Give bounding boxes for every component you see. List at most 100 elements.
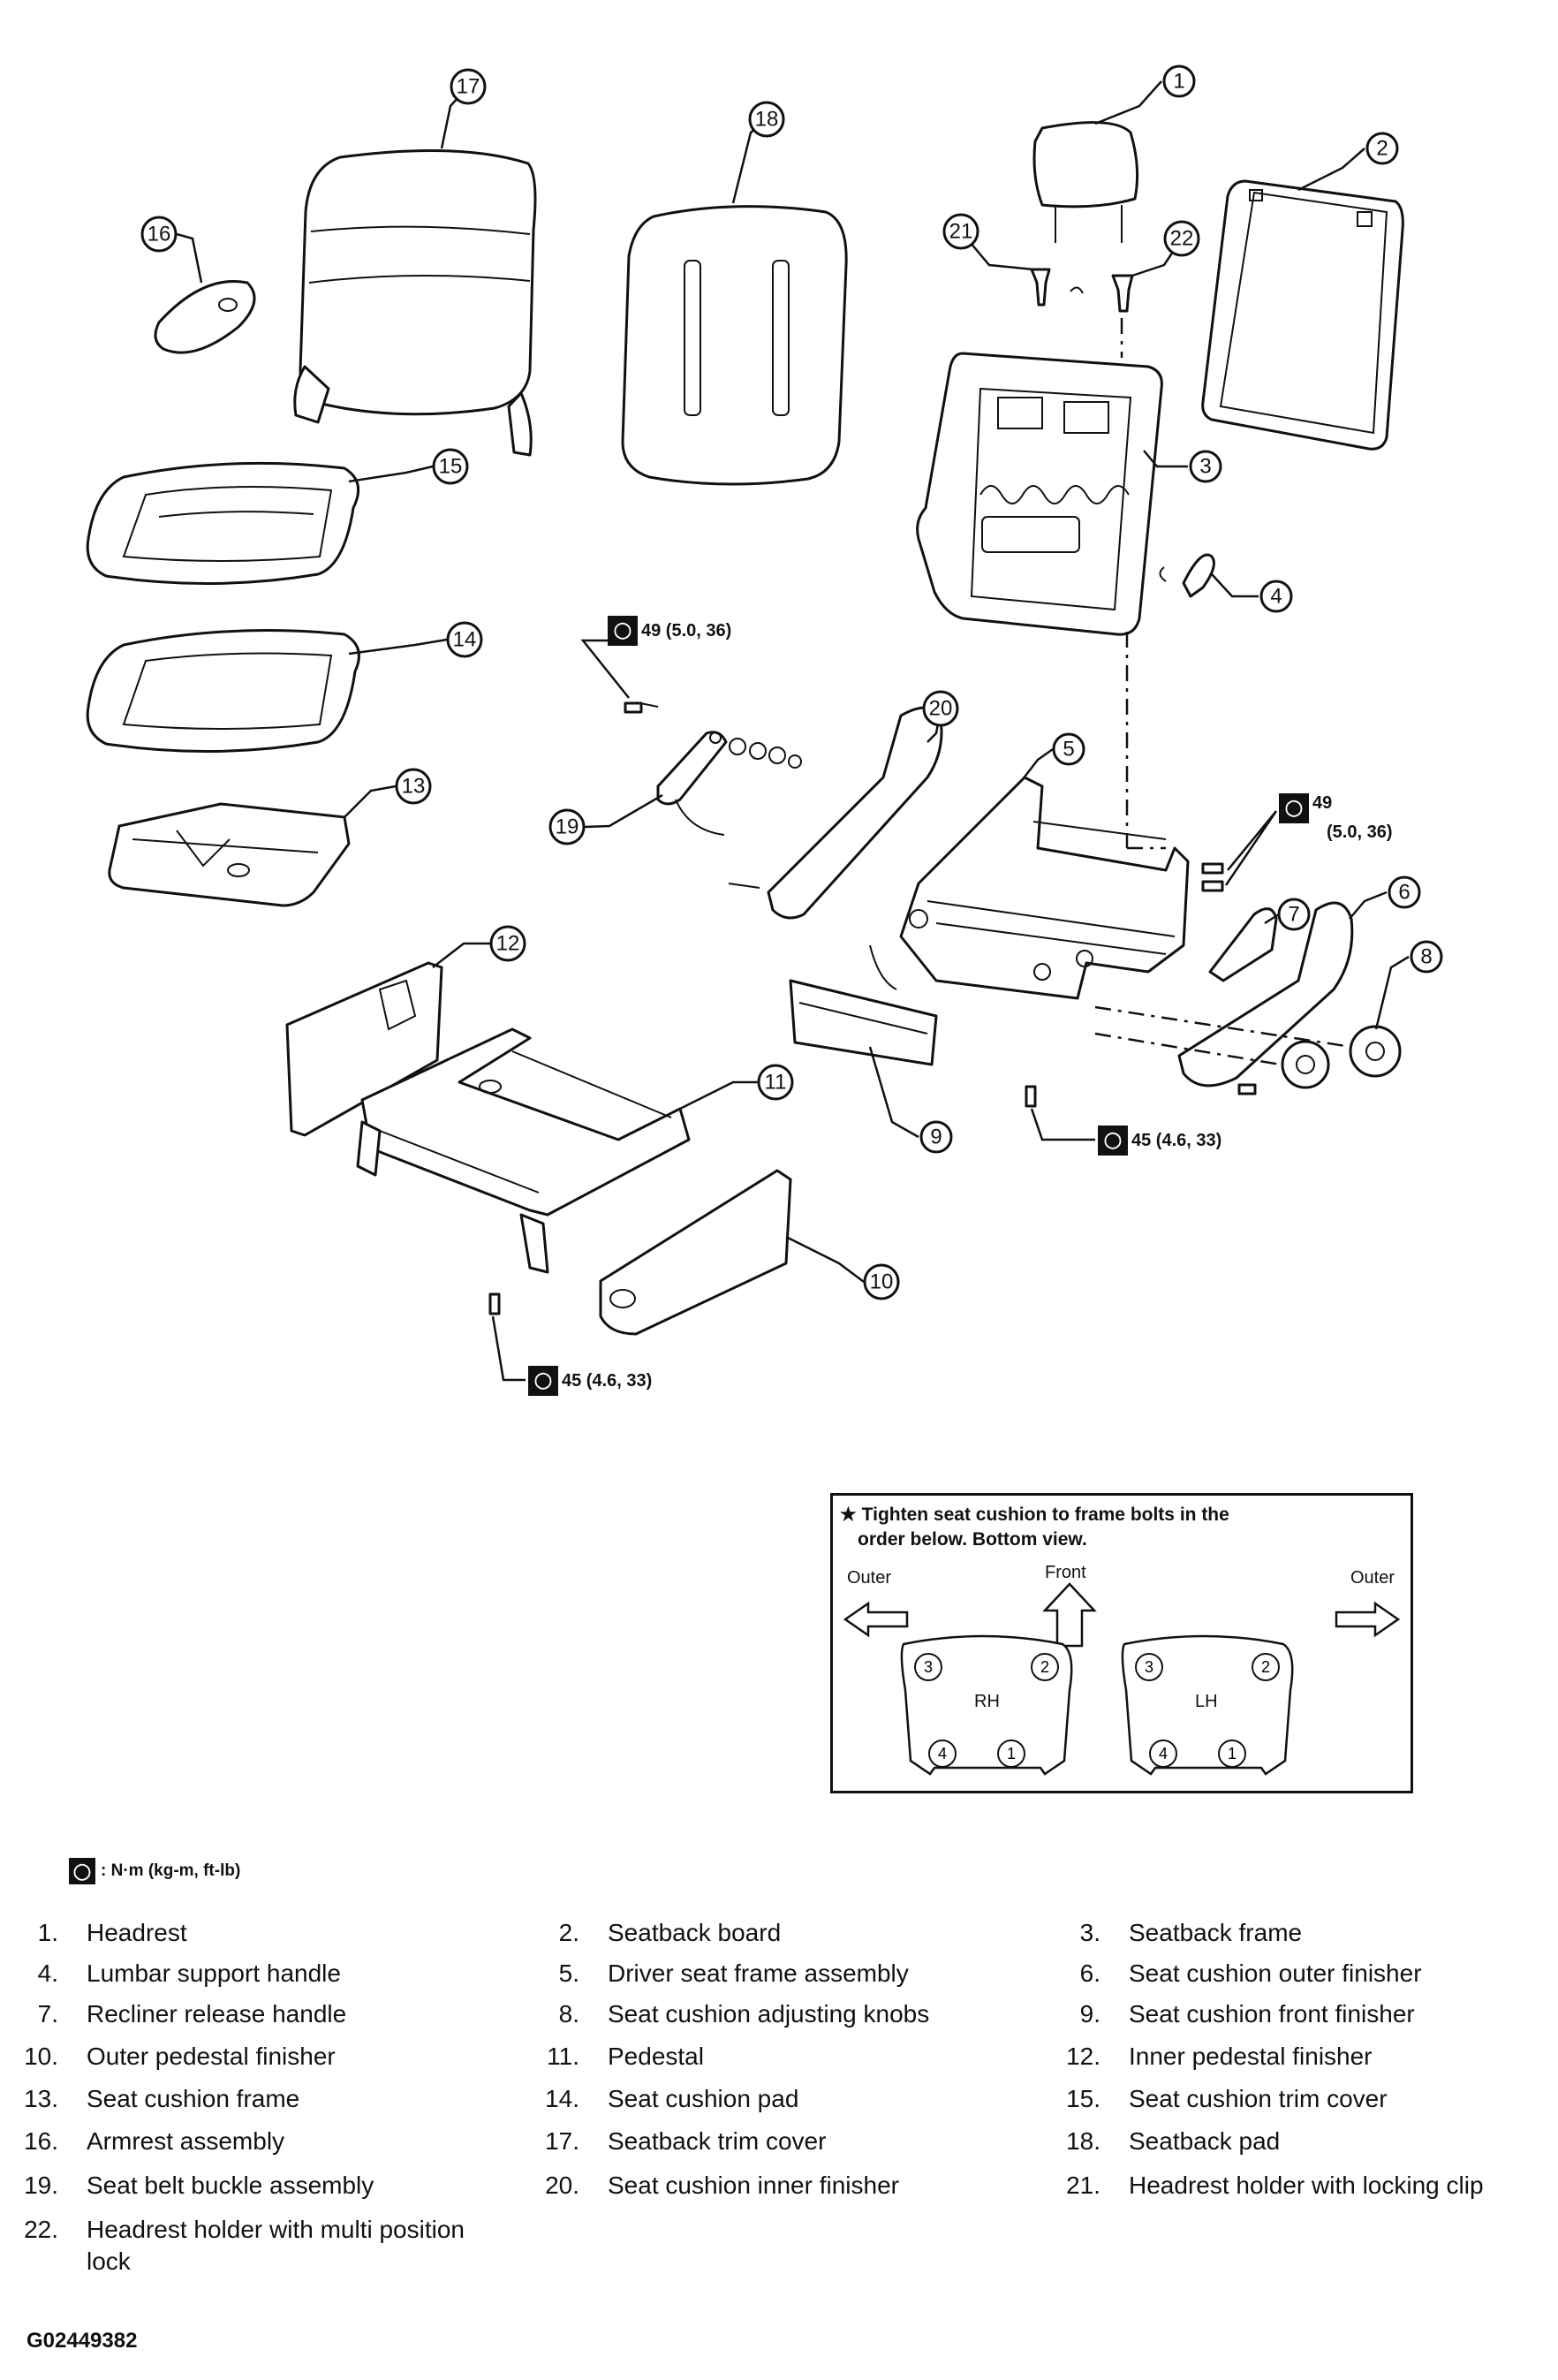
svg-text:19: 19 xyxy=(556,815,579,839)
seat-cushion-front-finisher xyxy=(789,979,938,1066)
callout-7: 7 xyxy=(1277,898,1311,931)
callout-9: 9 xyxy=(919,1120,953,1154)
tightening-sequence-box: ★ Tighten seat cushion to frame bolts in… xyxy=(830,1493,1413,1793)
svg-text:12: 12 xyxy=(496,932,520,956)
list-item: 9.Seat cushion front finisher xyxy=(1079,2000,1415,2028)
svg-text:2: 2 xyxy=(1040,1658,1049,1676)
recliner-release-handle xyxy=(1208,907,1278,982)
outer-pedestal-finisher xyxy=(599,1169,792,1336)
list-item: 13.Seat cushion frame xyxy=(24,2085,300,2112)
seat-cushion-trim-cover xyxy=(86,461,360,585)
outer-right-label: Outer xyxy=(1350,1568,1395,1588)
torque-spec-frame-bolts: ◯ 49 (5.0, 36) xyxy=(1279,793,1392,843)
callout-19: 19 xyxy=(548,808,586,845)
svg-text:20: 20 xyxy=(929,697,953,721)
rh-bolt-1: 1 xyxy=(997,1740,1025,1768)
svg-text:2: 2 xyxy=(1261,1658,1270,1676)
rh-bolt-4: 4 xyxy=(928,1740,957,1768)
torque-value: 49 (5.0, 36) xyxy=(641,620,732,640)
seatback-board xyxy=(1201,179,1404,451)
torque-unit-text: : N·m (kg-m, ft-lb) xyxy=(101,1861,241,1880)
rh-cushion-outline xyxy=(900,1634,1073,1776)
callout-6: 6 xyxy=(1388,875,1421,909)
lumbar-support-handle xyxy=(1159,553,1215,598)
list-item: 1.Headrest xyxy=(37,1919,187,1946)
list-item: 7.Recliner release handle xyxy=(37,2000,347,2028)
sequence-graphics: 3 2 4 1 3 2 4 1 xyxy=(843,1582,1401,1776)
lh-bolt-1: 1 xyxy=(1218,1740,1246,1768)
torque-leader-2 xyxy=(1224,810,1278,886)
arrow-left-icon xyxy=(843,1601,909,1638)
torque-value: 45 (4.6, 33) xyxy=(562,1370,653,1391)
seat-cushion-outer-finisher xyxy=(1177,901,1354,1088)
seatback-frame xyxy=(916,352,1163,636)
seat-cushion-pad xyxy=(86,629,360,753)
torque-spec-pedestal-bolt: ◯ 45 (4.6, 33) xyxy=(528,1366,652,1396)
torque-leader-4 xyxy=(491,1315,526,1382)
callout-1: 1 xyxy=(1162,64,1196,98)
torque-unit-legend: ◯ : N·m (kg-m, ft-lb) xyxy=(69,1858,240,1884)
list-item: 14.Seat cushion pad xyxy=(545,2085,799,2112)
svg-text:5: 5 xyxy=(1063,738,1074,762)
seat-cushion-adjusting-knobs xyxy=(1281,1025,1402,1089)
svg-text:4: 4 xyxy=(1159,1745,1168,1762)
torque-wrench-icon: ◯ xyxy=(1279,793,1309,823)
lh-bolt-3: 3 xyxy=(1135,1653,1163,1681)
svg-text:8: 8 xyxy=(1420,945,1432,969)
callout-8: 8 xyxy=(1410,940,1443,974)
sequence-note-line2: order below. Bottom view. xyxy=(858,1529,1087,1550)
front-label: Front xyxy=(1045,1563,1086,1582)
list-item: 16.Armrest assembly xyxy=(24,2127,285,2155)
callout-16: 16 xyxy=(140,216,178,253)
rh-bolt-2: 2 xyxy=(1031,1653,1059,1681)
assembly-line-knobs xyxy=(1094,1005,1352,1049)
lh-cushion-outline xyxy=(1121,1634,1294,1776)
svg-text:9: 9 xyxy=(930,1126,942,1149)
torque-value-line2: (5.0, 36) xyxy=(1327,822,1393,842)
svg-text:4: 4 xyxy=(938,1745,947,1762)
list-item: 4.Lumbar support handle xyxy=(37,1959,341,1987)
inner-pedestal-finisher xyxy=(285,961,443,1137)
seatback-trim-cover xyxy=(293,148,537,457)
list-item: 6.Seat cushion outer finisher xyxy=(1079,1959,1422,1987)
arrow-up-icon xyxy=(1042,1582,1097,1648)
callout-3: 3 xyxy=(1189,450,1222,483)
list-item: 2.Seatback board xyxy=(558,1919,782,1946)
rh-label: RH xyxy=(974,1692,1000,1711)
headrest xyxy=(1032,121,1139,243)
svg-text:3: 3 xyxy=(1145,1658,1153,1676)
list-item: 19.Seat belt buckle assembly xyxy=(24,2172,374,2199)
lh-bolt-4: 4 xyxy=(1149,1740,1177,1768)
list-item: 11.Pedestal xyxy=(547,2043,704,2070)
torque-leader-1 xyxy=(580,639,630,699)
torque-wrench-icon: ◯ xyxy=(1098,1126,1128,1156)
seatback-pad xyxy=(621,205,848,486)
torque-wrench-icon: ◯ xyxy=(528,1366,558,1396)
svg-text:22: 22 xyxy=(1170,227,1194,251)
svg-text:1: 1 xyxy=(1173,70,1184,94)
lh-bolt-2: 2 xyxy=(1252,1653,1280,1681)
callout-12: 12 xyxy=(489,925,526,962)
lh-label: LH xyxy=(1195,1692,1218,1711)
arrow-right-icon xyxy=(1335,1601,1401,1638)
figure-code: G02449382 xyxy=(26,2329,138,2353)
driver-seat-frame-assembly xyxy=(869,776,1190,1000)
torque-spec-belt-bolt: ◯ 49 (5.0, 36) xyxy=(608,616,731,646)
seat-cushion-frame xyxy=(108,802,351,907)
svg-text:15: 15 xyxy=(439,455,463,479)
list-item: 22.Headrest holder with multi position l… xyxy=(24,2216,465,2275)
list-item: 10.Outer pedestal finisher xyxy=(24,2043,336,2070)
svg-text:16: 16 xyxy=(147,223,171,246)
callout-18: 18 xyxy=(748,101,785,138)
list-item: 3.Seatback frame xyxy=(1079,1919,1303,1946)
callout-15: 15 xyxy=(432,448,469,485)
callout-10: 10 xyxy=(863,1263,900,1300)
torque-value: 49 (5.0, 36) xyxy=(1312,793,1392,843)
svg-text:3: 3 xyxy=(1199,455,1211,479)
list-item: 20.Seat cushion inner finisher xyxy=(545,2172,899,2199)
torque-wrench-icon: ◯ xyxy=(69,1858,95,1884)
svg-text:3: 3 xyxy=(924,1658,933,1676)
armrest-assembly xyxy=(154,280,256,354)
svg-text:11: 11 xyxy=(765,1071,787,1095)
